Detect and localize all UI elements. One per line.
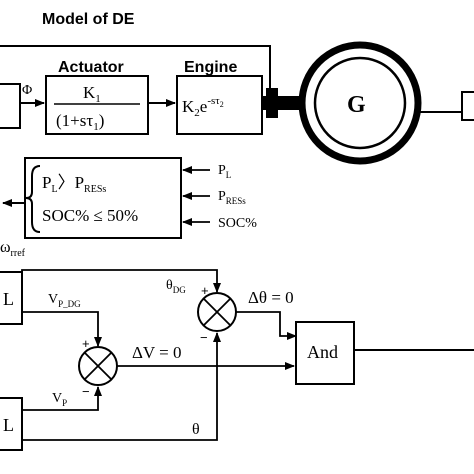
delta-theta-label: Δθ = 0 [248, 288, 294, 307]
summing-junction-voltage-cross-b [84, 352, 112, 380]
actuator-label: Actuator [58, 59, 124, 76]
phi-label: Φ [22, 83, 32, 98]
and-gate-block [295, 321, 355, 385]
summing-voltage-plus: + [82, 336, 90, 351]
vp-dg-label: VP_DG [48, 292, 81, 309]
theta-dg-line [21, 269, 221, 293]
condition-line-1: PL〉PRESs [42, 173, 106, 195]
summing-voltage-minus: − [82, 384, 90, 399]
left-block-bottom-label: L [3, 415, 14, 435]
generator-inner-ring [313, 56, 407, 150]
theta-dg-label: θDG [166, 278, 186, 295]
pl-label: PL [218, 163, 231, 180]
summing-theta-plus: + [201, 283, 209, 298]
vp-dg-line [22, 311, 102, 347]
actuator-block [45, 75, 149, 135]
left-block-top-label: L [3, 289, 14, 309]
left-block-bottom [0, 397, 23, 451]
delta-v-label: ΔV = 0 [132, 343, 182, 362]
generator-label: G [347, 92, 366, 118]
condition-block [24, 157, 182, 239]
engine-label: Engine [184, 59, 237, 76]
condition-line-2: SOC% ≤ 50% [42, 206, 138, 225]
actuator-numerator: K1 [83, 83, 101, 105]
actuator-denominator: (1+sτ1) [56, 111, 104, 133]
summing-theta-minus: − [200, 330, 208, 345]
theta-line [22, 332, 221, 441]
feedback-line-top [0, 45, 271, 90]
shaft-coupling [266, 88, 278, 118]
vp-line [22, 386, 102, 411]
delta-theta-line [236, 311, 297, 340]
engine-block [176, 75, 263, 135]
vp-label: VP [52, 391, 67, 408]
left-partial-block-top [0, 83, 21, 129]
left-block-top [0, 271, 23, 325]
condition-brace [25, 165, 41, 233]
theta-label: θ [192, 421, 200, 438]
engine-transfer-function: K2e-sτ2 [182, 95, 224, 119]
right-partial-block [461, 91, 474, 121]
omega-label: ωrref [0, 239, 26, 259]
and-gate-label: And [307, 342, 338, 362]
soc-label: SOC% [218, 216, 257, 231]
pres-label: PRESs [218, 189, 246, 206]
summing-junction-theta-cross-b [203, 298, 231, 326]
diagram-title: Model of DE [42, 11, 135, 28]
